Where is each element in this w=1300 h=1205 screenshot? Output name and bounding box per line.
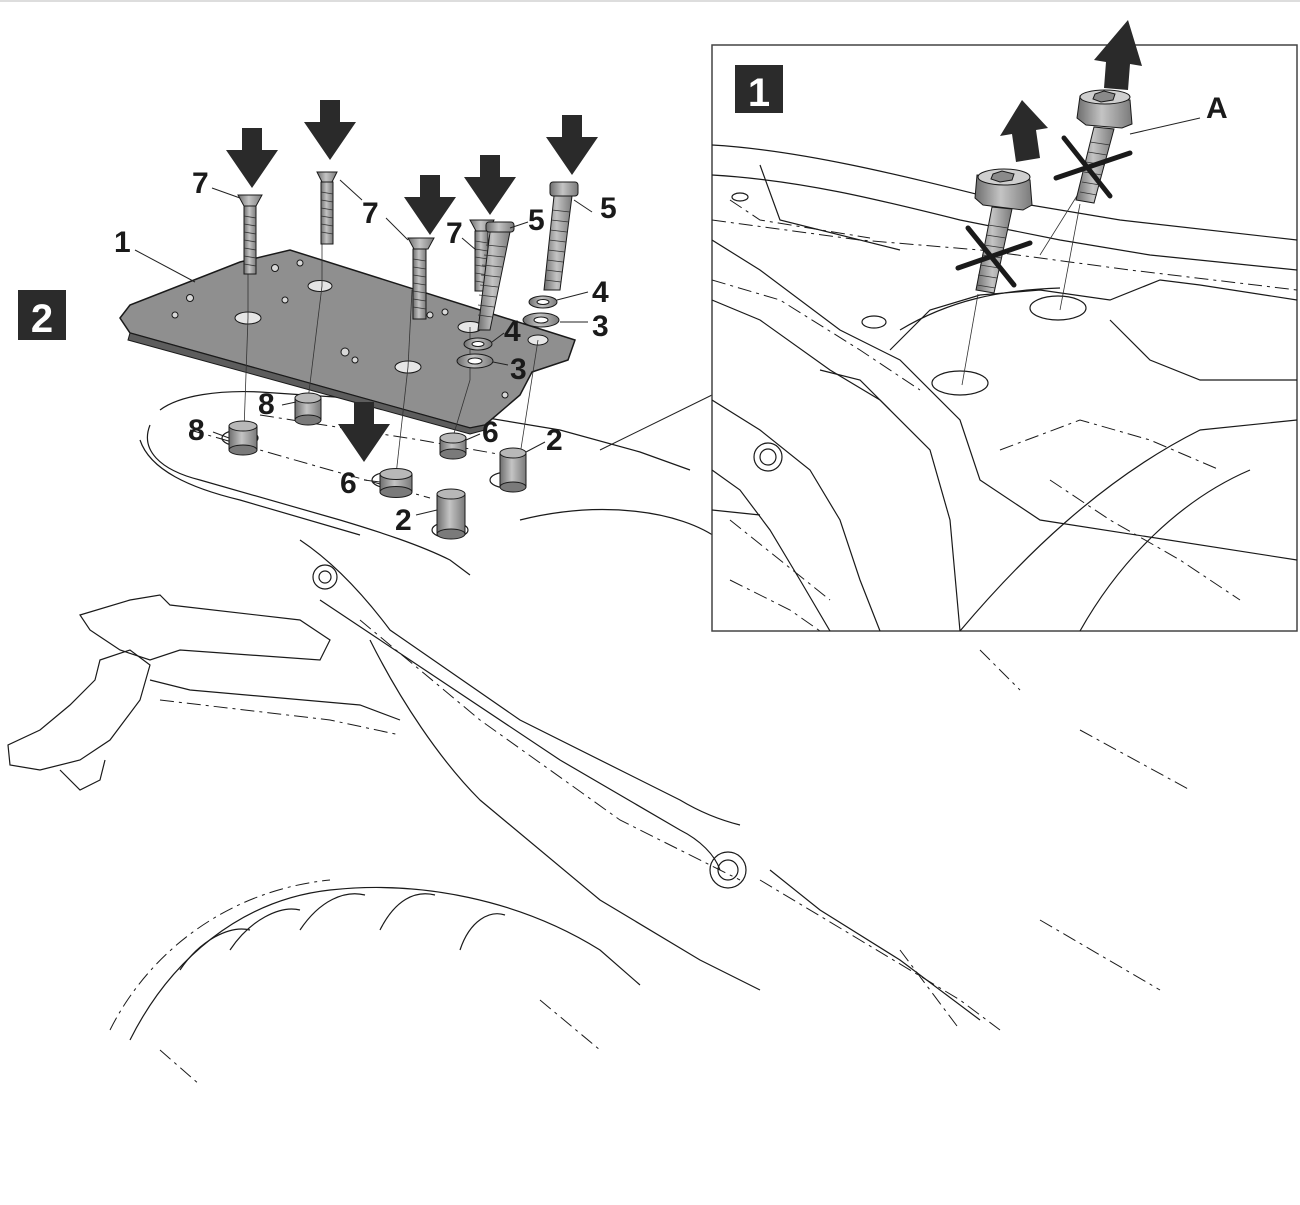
label-part-7: 7 — [192, 167, 209, 200]
spacer-8b — [294, 392, 322, 426]
label-part-3: 3 — [592, 310, 609, 343]
top-plate — [119, 249, 576, 435]
label-part-5: 5 — [528, 204, 545, 237]
label-part-4: 4 — [504, 315, 521, 348]
label-part-5: 5 — [600, 192, 617, 225]
washer-4b — [463, 337, 493, 351]
cross-icon — [965, 225, 1017, 288]
cross-marks — [955, 135, 1133, 288]
detail-inset: A 1 — [711, 20, 1298, 632]
label-part-1: 1 — [114, 226, 131, 259]
label-part-7: 7 — [446, 217, 463, 250]
label-part-a: A — [1206, 92, 1228, 125]
step-number-2: 2 — [31, 297, 53, 341]
spacer-8a — [228, 420, 258, 456]
down-arrows — [226, 100, 598, 462]
down-arrow-icon — [464, 155, 516, 215]
countersunk-screw-7a — [237, 194, 263, 275]
label-part-8: 8 — [258, 388, 275, 421]
countersunk-screw-7c — [407, 237, 435, 320]
label-part-2: 2 — [395, 504, 412, 537]
part-numbers: 1 7 7 7 5 5 4 3 4 3 8 8 6 6 2 2 — [114, 167, 617, 537]
socket-bolt-5b — [543, 181, 579, 291]
label-part-4: 4 — [592, 276, 609, 309]
up-arrow-icon — [1094, 20, 1142, 90]
step-number-1: 1 — [748, 71, 770, 115]
label-part-8: 8 — [188, 414, 205, 447]
step-badge-2: 2 — [18, 290, 66, 341]
down-arrow-icon — [546, 115, 598, 175]
alignment-lines — [243, 210, 539, 476]
washer-3b — [456, 353, 494, 369]
label-part-2: 2 — [546, 424, 563, 457]
label-leaders — [134, 179, 593, 516]
down-arrow-icon — [304, 100, 356, 160]
label-part-7: 7 — [362, 197, 379, 230]
washer-4a — [528, 295, 558, 309]
cross-icon — [1061, 135, 1113, 199]
cross-icon — [1053, 150, 1133, 181]
spacer-2b — [436, 488, 466, 540]
spacer-6a — [379, 468, 413, 498]
down-arrow-icon — [338, 402, 390, 462]
motorcycle-frame — [7, 391, 1191, 1086]
down-arrow-icon — [226, 128, 278, 188]
label-part-3: 3 — [510, 353, 527, 386]
washer-3a — [522, 312, 560, 328]
label-part-6: 6 — [482, 416, 499, 449]
spacer-2a — [499, 447, 527, 493]
up-arrows — [1000, 20, 1142, 162]
removed-bolt-left — [974, 168, 1033, 294]
spacer-6b — [439, 432, 467, 460]
down-arrow-icon — [404, 175, 456, 235]
up-arrow-icon — [1000, 100, 1048, 162]
label-part-6: 6 — [340, 467, 357, 500]
step-badge-1: 1 — [735, 65, 783, 115]
countersunk-screw-7b — [316, 171, 338, 245]
cross-icon — [955, 240, 1033, 271]
